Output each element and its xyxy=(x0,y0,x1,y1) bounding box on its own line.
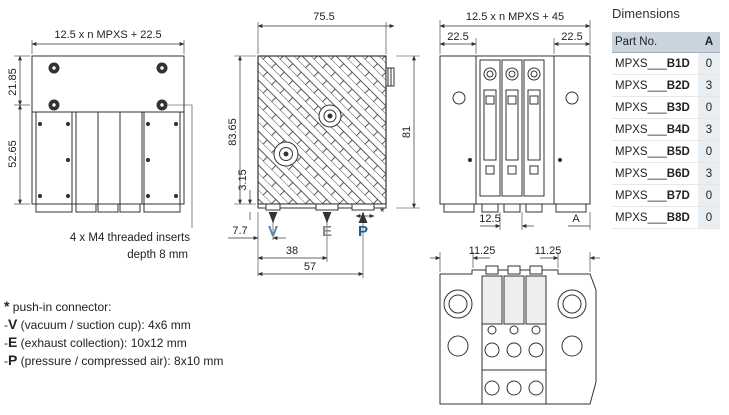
a-value: 0 xyxy=(698,52,720,75)
note-item: -E (exhaust collection): 10x12 mm xyxy=(4,334,187,350)
a-value: 3 xyxy=(698,118,720,141)
connector-notes: * push-in connector: -V (vacuum / suctio… xyxy=(4,298,264,370)
front-left-label: 52.65 xyxy=(7,140,19,168)
side-height-label: 83.65 xyxy=(227,118,239,146)
note-item: -P (pressure / compressed air): 8x10 mm xyxy=(4,352,224,368)
plan-left-label: 11.25 xyxy=(469,245,496,257)
a-value: 0 xyxy=(698,206,720,229)
rear-a-label: A xyxy=(572,213,580,225)
port-e-label: E xyxy=(322,223,332,240)
note-item: -V (vacuum / suction cup): 4x6 mm xyxy=(4,316,191,332)
port-markers xyxy=(268,211,368,224)
dimensions-title: Dimensions xyxy=(612,6,680,21)
a-value: 3 xyxy=(698,162,720,185)
inserts-depth-note: depth 8 mm xyxy=(127,249,188,261)
rear-right-label: 22.5 xyxy=(561,31,582,43)
notes-heading: * push-in connector: xyxy=(4,298,112,314)
part-number: MPXS___B7D xyxy=(612,184,698,207)
side-57-label: 57 xyxy=(304,261,316,273)
front-top-label: 21.85 xyxy=(7,68,19,96)
front-view xyxy=(14,40,193,228)
a-value: 0 xyxy=(698,140,720,163)
table-header-row: Part No. A xyxy=(612,32,720,53)
part-number: MPXS___B6D xyxy=(612,162,698,185)
part-number: MPXS___B3D xyxy=(612,96,698,119)
plan-right-label: 11.25 xyxy=(535,245,562,257)
part-number: MPXS___B8D xyxy=(612,206,698,229)
port-asterisk: * xyxy=(380,207,385,219)
part-number: MPXS___B4D xyxy=(612,118,698,141)
a-value: 3 xyxy=(698,74,720,97)
a-value: 0 xyxy=(698,96,720,119)
col-part-header: Part No. xyxy=(612,32,698,53)
side-7-7-label: 7.7 xyxy=(232,225,247,237)
side-width-label: 75.5 xyxy=(313,11,334,23)
port-v-label: V xyxy=(268,223,278,240)
rear-pitch-label: 12.5 xyxy=(479,213,500,225)
col-a-header: A xyxy=(698,32,720,53)
part-number: MPXS___B2D xyxy=(612,74,698,97)
inserts-note: 4 x M4 threaded inserts xyxy=(70,232,190,244)
side-view xyxy=(228,22,420,278)
port-p-label: P xyxy=(358,223,368,240)
rear-width-label: 12.5 x n MPXS + 45 xyxy=(466,11,564,23)
side-right-label: 81 xyxy=(401,126,413,138)
a-value: 0 xyxy=(698,184,720,207)
part-number: MPXS___B5D xyxy=(612,140,698,163)
side-small-label: 3.15 xyxy=(237,169,249,190)
rear-view xyxy=(439,20,591,230)
side-38-label: 38 xyxy=(286,245,298,257)
front-width-label: 12.5 x n MPXS + 22.5 xyxy=(54,29,161,41)
rear-left-label: 22.5 xyxy=(447,31,468,43)
part-number: MPXS___B1D xyxy=(612,52,698,75)
plan-view xyxy=(430,252,600,405)
